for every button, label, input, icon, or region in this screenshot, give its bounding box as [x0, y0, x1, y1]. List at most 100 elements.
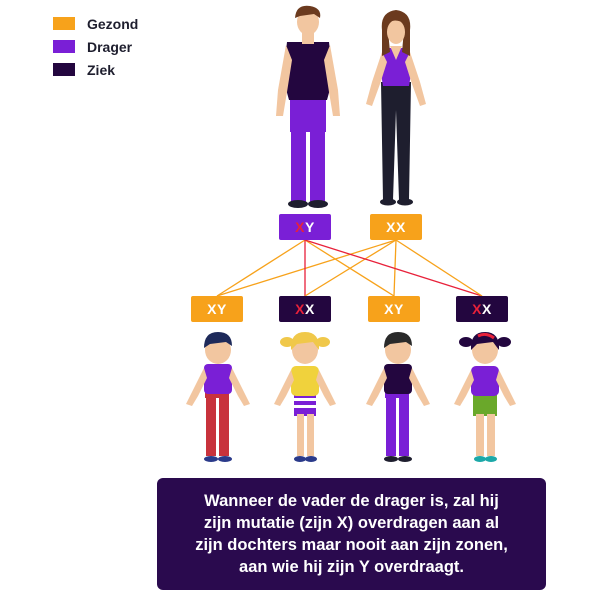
- girl-1-left-leg: [297, 414, 304, 456]
- mother-allele-normal: X: [386, 219, 396, 235]
- mother-to-child-4-line: [395, 239, 483, 297]
- girl-1-skirt-stripe: [294, 398, 316, 401]
- father-left-leg: [291, 120, 306, 202]
- child-1-boy-figure: [186, 332, 250, 462]
- mother-left-arm: [366, 52, 387, 106]
- mother-neckline: [390, 46, 402, 60]
- legend: Gezond Drager Ziek: [53, 12, 138, 81]
- father-allele-mutated: X: [295, 219, 305, 235]
- girl-2-headband: [477, 332, 495, 340]
- mother-allele-normal: X: [396, 219, 406, 235]
- father-right-shoe: [308, 200, 328, 208]
- boy-2-left-leg: [386, 394, 396, 456]
- legend-label: Drager: [87, 38, 133, 55]
- girl-2-right-leg: [487, 414, 495, 456]
- child-4-girl-figure: [454, 332, 516, 462]
- girl-2-left-pigtail: [459, 337, 473, 347]
- girl-2-right-shoe: [485, 456, 497, 462]
- legend-item-carrier: Drager: [53, 35, 138, 58]
- legend-swatch-carrier: [53, 40, 75, 53]
- caption-text: Wanneer de vader de drager is, zal hij z…: [195, 490, 508, 578]
- legend-item-sick: Ziek: [53, 58, 138, 81]
- child-3-boy-figure: [366, 332, 430, 462]
- boy-1-right-leg: [219, 394, 229, 456]
- caption-line: Wanneer de vader de drager is, zal hij: [204, 492, 499, 510]
- girl-1-left-arm: [274, 370, 294, 406]
- legend-label: Ziek: [87, 61, 116, 78]
- boy-1-right-shoe: [218, 456, 232, 462]
- boy-1-left-shoe: [204, 456, 218, 462]
- mother-right-shoe: [397, 198, 413, 206]
- mother-trousers: [381, 82, 411, 200]
- mother-right-arm: [405, 52, 426, 106]
- girl-1-skirt-stripe: [294, 405, 316, 408]
- child-1-allele-normal: X: [207, 301, 217, 317]
- girl-1-right-shoe: [305, 456, 317, 462]
- child-1-allele-normal: Y: [217, 301, 227, 317]
- child-4-allele-normal: X: [482, 301, 492, 317]
- boy-2-right-leg: [399, 394, 409, 456]
- child-2-allele-mutated: X: [295, 301, 305, 317]
- girl-2-shirt: [471, 366, 499, 396]
- father-hair: [295, 5, 321, 18]
- girl-2-left-arm: [454, 370, 474, 406]
- boy-2-right-arm: [409, 368, 430, 406]
- boy-2-hair: [384, 332, 412, 348]
- father-right-arm: [324, 45, 340, 116]
- father-allele-normal: Y: [305, 219, 315, 235]
- father-to-child-4-line: [304, 239, 483, 297]
- boy-1-left-leg: [206, 394, 216, 456]
- child-4-allele-mutated: X: [472, 301, 482, 317]
- girl-1-left-shoe: [294, 456, 306, 462]
- girl-1-right-arm: [316, 370, 336, 406]
- boy-1-hair: [204, 332, 232, 348]
- boy-2-right-shoe: [398, 456, 412, 462]
- caption-box: Wanneer de vader de drager is, zal hij z…: [157, 478, 546, 590]
- legend-item-healthy: Gezond: [53, 12, 138, 35]
- caption-line: zijn dochters maar nooit aan zijn zonen,: [195, 536, 508, 554]
- boy-1-right-arm: [229, 368, 250, 406]
- boy-1-left-arm: [186, 368, 207, 406]
- caption-line: aan wie hij zijn Y overdraagt.: [239, 558, 464, 576]
- girl-2-skirt: [473, 394, 497, 416]
- mother-figure: [366, 10, 426, 206]
- child-2-girl-figure: [274, 332, 336, 462]
- connection-lines: [216, 239, 483, 297]
- legend-swatch-sick: [53, 63, 75, 76]
- father-to-child-1-line: [216, 239, 306, 297]
- mother-to-child-1-line: [216, 239, 397, 297]
- girl-2-right-pigtail: [497, 337, 511, 347]
- girl-1-right-pigtail: [316, 337, 330, 347]
- mother-left-shoe: [380, 198, 396, 206]
- boy-1-shirt: [204, 364, 232, 394]
- girl-1-shirt: [291, 366, 319, 396]
- girl-1-hair: [290, 332, 320, 350]
- father-left-shoe: [288, 200, 308, 208]
- caption-line: zijn mutatie (zijn X) overdragen aan al: [203, 514, 500, 532]
- father-left-arm: [276, 45, 292, 116]
- father-figure: [276, 5, 340, 208]
- child-3-allele-normal: Y: [394, 301, 404, 317]
- father-shirt: [283, 42, 333, 100]
- father-right-leg: [310, 120, 325, 202]
- legend-label: Gezond: [87, 15, 139, 32]
- girl-1-left-pigtail: [280, 337, 294, 347]
- mother-face: [387, 20, 405, 44]
- girl-1-right-leg: [307, 414, 314, 456]
- girl-2-right-arm: [496, 370, 516, 406]
- boy-2-shirt: [384, 364, 412, 394]
- girl-2-left-shoe: [474, 456, 486, 462]
- child-3-allele-normal: X: [384, 301, 394, 317]
- legend-swatch-healthy: [53, 17, 75, 30]
- boy-2-left-shoe: [384, 456, 398, 462]
- child-2-allele-normal: X: [305, 301, 315, 317]
- mother-fringe: [386, 16, 406, 26]
